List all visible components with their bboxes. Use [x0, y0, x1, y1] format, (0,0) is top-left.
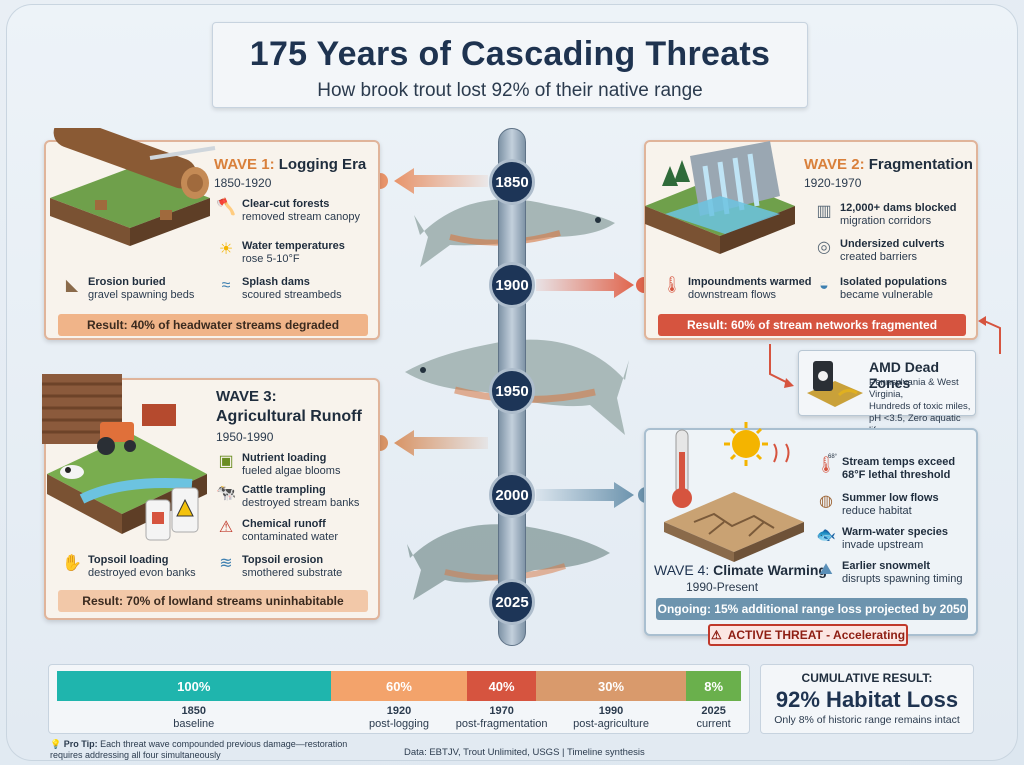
cumulative-label: CUMULATIVE RESULT: — [801, 671, 933, 685]
culvert-icon: ◎ — [817, 239, 831, 257]
fish-icon: ◒ — [819, 277, 829, 295]
cumulative-note: Only 8% of historic range remains intact — [774, 714, 960, 726]
bar-segment-1850: 100% — [57, 671, 331, 701]
wave2-title: Fragmentation — [868, 156, 973, 173]
dam-icon: ▥ — [816, 203, 832, 221]
hand-soil-icon: ✋ — [62, 555, 82, 573]
sun-icon: ☀ — [218, 241, 234, 259]
wave2-years: 1920-1970 — [804, 176, 862, 190]
arrow-to-wave4 — [536, 482, 654, 508]
timeline-node-1950: 1950 — [489, 368, 535, 414]
wave3-title: Agricultural Runoff — [216, 408, 362, 425]
wave4-label: WAVE 4: — [654, 562, 710, 578]
axe-icon: 🪓 — [216, 199, 236, 217]
active-threat-label: ACTIVE THREAT - Accelerating — [727, 628, 906, 642]
cumulative-headline: 92% Habitat Loss — [775, 687, 959, 712]
page-title: 175 Years of Cascading Threats — [249, 35, 771, 73]
amd-connector-arrow — [769, 316, 1001, 388]
chemical-icon: ⚠ — [218, 519, 234, 537]
page-subtitle: How brook trout lost 92% of their native… — [317, 80, 703, 101]
wave3-label: WAVE 3: — [216, 388, 277, 405]
dam-illustration — [645, 141, 795, 254]
wave2-label: WAVE 2: — [804, 156, 865, 173]
wave1-label: WAVE 1: — [214, 156, 275, 173]
fertilizer-icon: ▣ — [218, 453, 234, 471]
amd-dead-zones-callout: AMD Dead Zones Pennsylvania & West Virgi… — [798, 350, 976, 436]
bar-segment-1970: 40% — [467, 671, 536, 701]
thermometer-icon: 🌡68° — [815, 454, 838, 475]
arrow-to-wave3 — [372, 430, 488, 456]
thermometer-icon: 🌡 — [661, 277, 683, 295]
wave2-card: WAVE 2: Fragmentation 1920-1970 ▥12,000+… — [644, 140, 978, 340]
wave4-years: 1990-Present — [686, 580, 759, 594]
wave3-years: 1950-1990 — [216, 430, 274, 444]
wave3-result: Result: 70% of lowland streams uninhabit… — [58, 590, 368, 612]
logging-illustration — [50, 128, 216, 246]
dry-icon: ◍ — [819, 493, 833, 511]
pro-tip-text: Each threat wave compounded previous dam… — [50, 739, 348, 760]
wave3-card: WAVE 3: Agricultural Runoff 1950-1990 ▣N… — [42, 374, 380, 620]
title-box: 175 Years of Cascading Threats How brook… — [212, 22, 808, 108]
snow-icon: ⛰ — [819, 561, 833, 579]
chemical-jugs-illustration — [145, 487, 199, 541]
erosion-icon: ◣ — [65, 277, 79, 295]
erosion-icon: ≋ — [219, 555, 233, 573]
thermometer-reading: 68° — [828, 454, 838, 460]
cow-icon: 🐄 — [216, 485, 236, 503]
amd-title: AMD Dead Zones — [869, 359, 940, 391]
timeline-node-2000: 2000 — [489, 472, 535, 518]
active-threat-badge: ⚠ ACTIVE THREAT - Accelerating — [708, 624, 908, 646]
arrow-to-wave2 — [536, 272, 652, 298]
arrow-to-wave1 — [372, 168, 488, 194]
toxic-barrel-icon — [807, 361, 863, 407]
wave1-card: WAVE 1: Logging Era 1850-1920 🪓Clear-cut… — [44, 128, 380, 340]
wave2-result: Result: 60% of stream networks fragmente… — [658, 314, 966, 336]
wave1-result: Result: 40% of headwater streams degrade… — [58, 314, 368, 336]
timeline-node-1850: 1850 — [489, 159, 535, 205]
splash-icon: ≈ — [221, 277, 231, 295]
bar-segment-1990: 30% — [535, 671, 687, 701]
wave4-card: WAVE 4: Climate Warming 1990-Present 🌡68… — [644, 422, 978, 636]
warning-icon: ⚠ — [710, 628, 722, 642]
data-source: Data: EBTJV, Trout Unlimited, USGS | Tim… — [404, 747, 645, 758]
wave4-title: Climate Warming — [713, 562, 827, 578]
bar-segment-2025: 8% — [686, 671, 741, 701]
pro-tip: 💡 Pro Tip: Each threat wave compounded p… — [50, 739, 350, 761]
climate-illustration — [664, 422, 804, 562]
wave1-years: 1850-1920 — [214, 176, 272, 190]
bar-segment-1920: 60% — [330, 671, 468, 701]
wave4-result: Ongoing: 15% additional range loss proje… — [656, 598, 968, 620]
bass-icon: 🐟 — [816, 527, 836, 545]
timeline-node-2025: 2025 — [489, 579, 535, 625]
cumulative-result-box: CUMULATIVE RESULT: 92% Habitat Loss Only… — [760, 664, 974, 734]
lightbulb-icon: 💡 — [50, 739, 62, 749]
wave1-title: Logging Era — [278, 156, 367, 173]
timeline-node-1900: 1900 — [489, 262, 535, 308]
pro-tip-label: Pro Tip: — [63, 739, 98, 749]
